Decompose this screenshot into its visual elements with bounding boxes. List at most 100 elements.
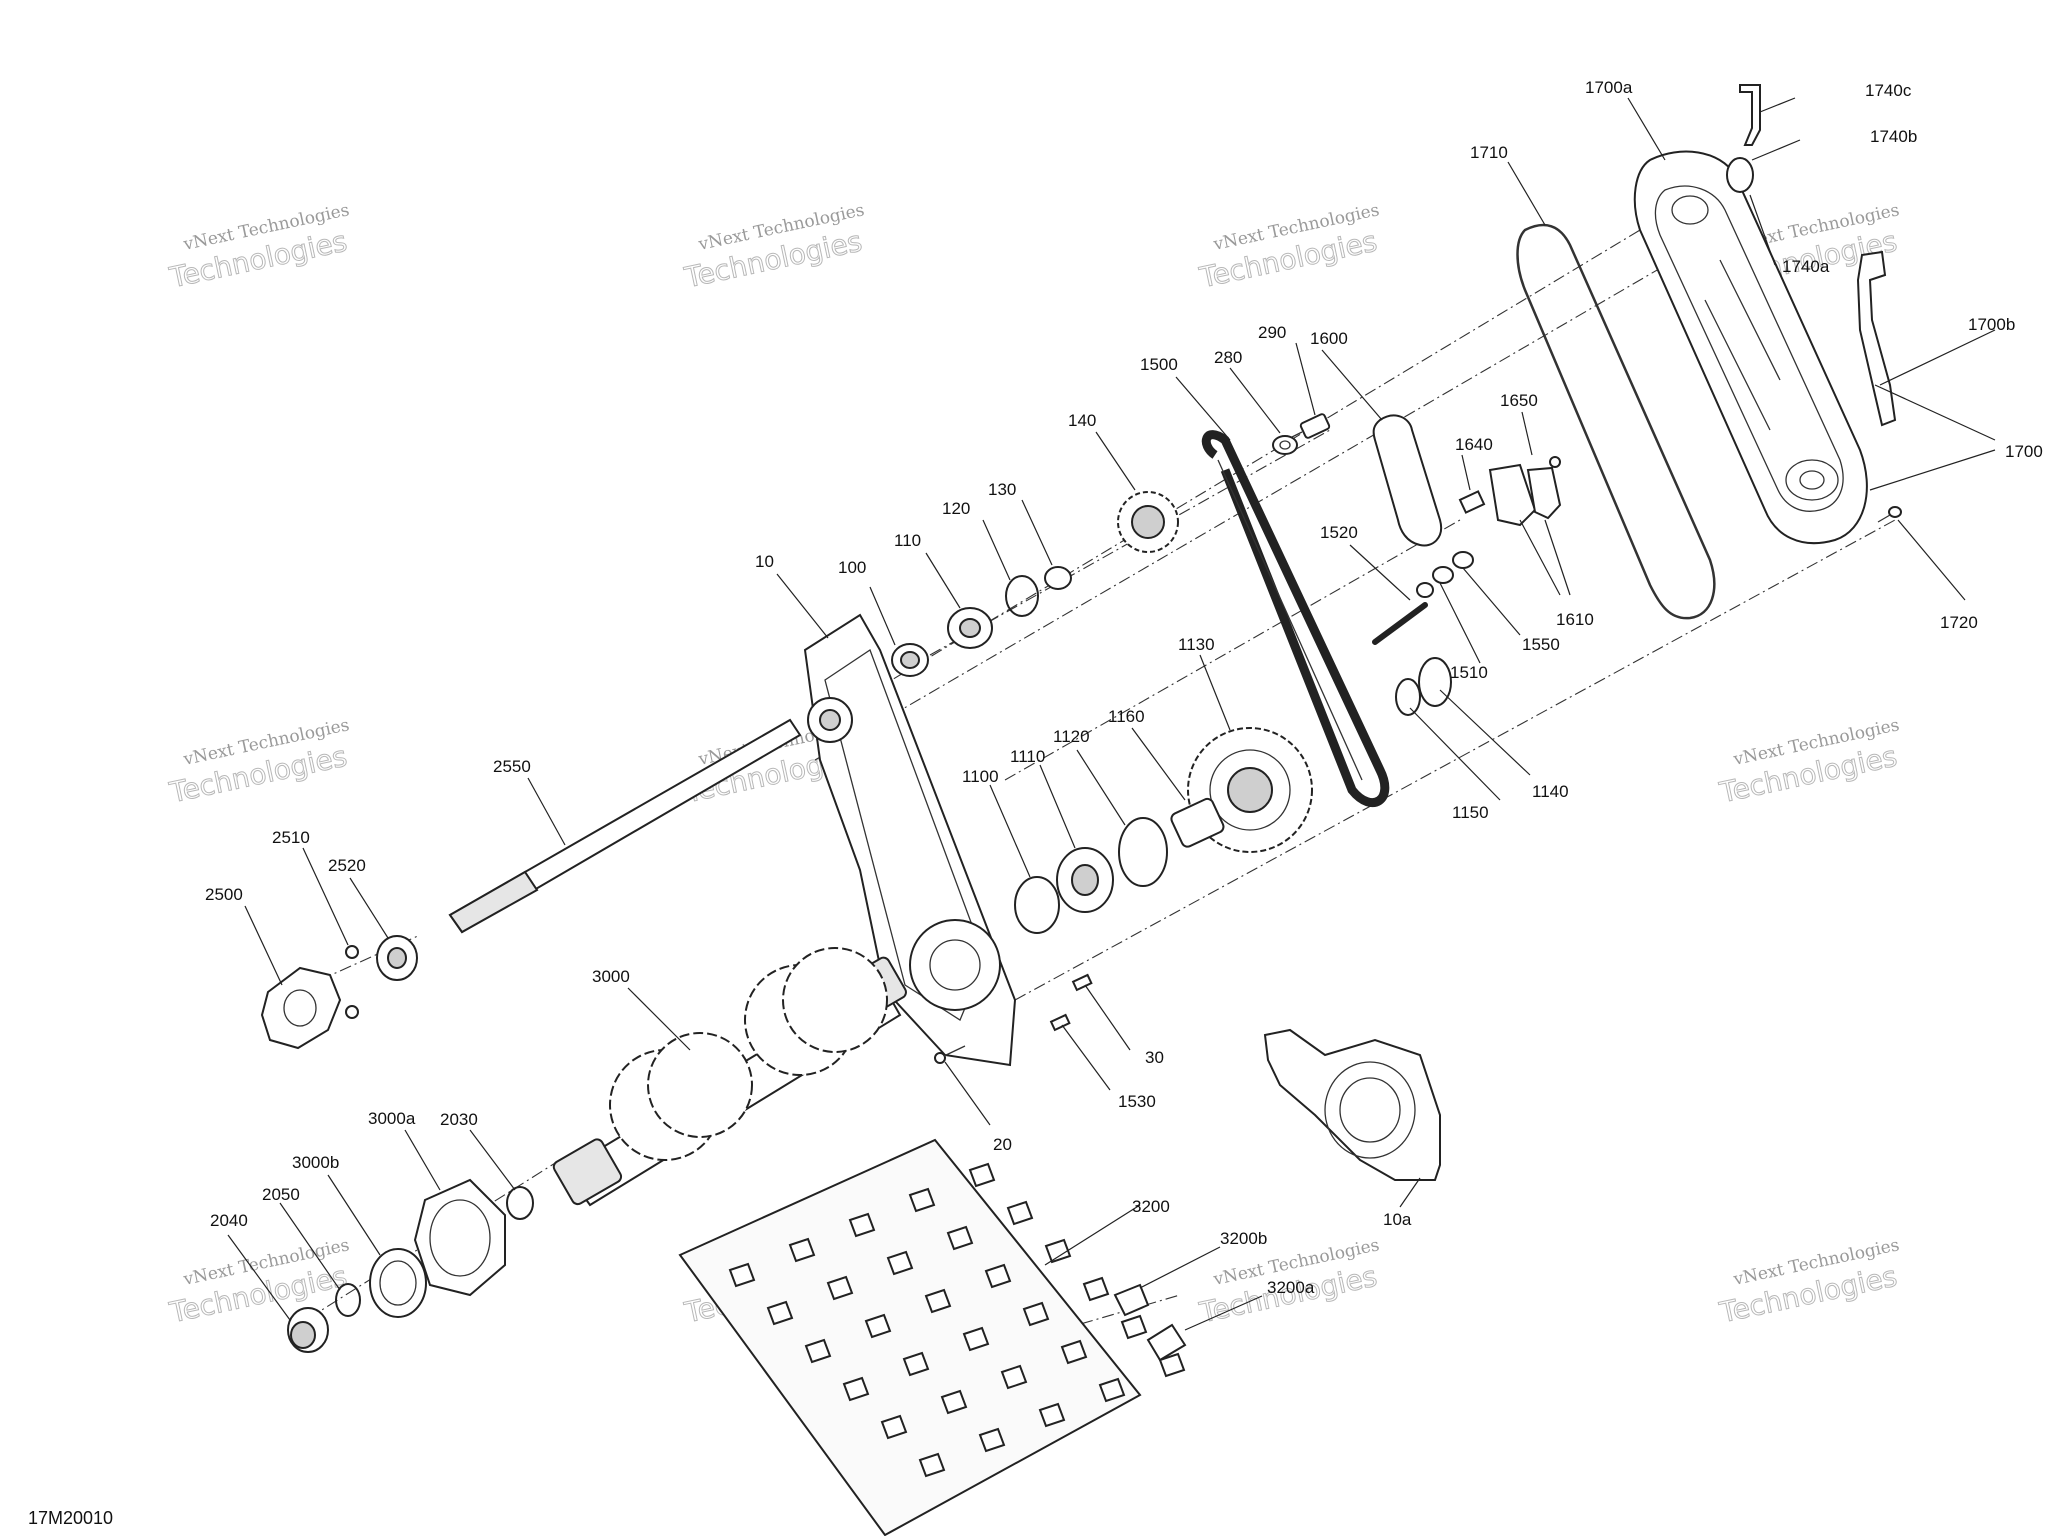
ring-130	[1044, 566, 1072, 590]
track-clip	[962, 1326, 990, 1352]
pin-1520	[1372, 602, 1428, 645]
callout-1740c: 1740c	[1865, 81, 1912, 100]
callout-110: 110	[894, 531, 921, 550]
track-clip	[940, 1389, 968, 1415]
parts-art	[260, 84, 1902, 1536]
callout-2050: 2050	[262, 1185, 300, 1204]
chaincase-housing	[803, 613, 1017, 1067]
callout-1720: 1720	[1940, 613, 1978, 632]
callout-1150: 1150	[1452, 803, 1489, 822]
callout-1520: 1520	[1320, 523, 1358, 542]
leader-lines	[227, 97, 1996, 1331]
tensioner-1610b	[1526, 466, 1562, 520]
tensioner-arm	[1372, 414, 1443, 547]
bearing-2040	[287, 1307, 329, 1353]
track-clip	[880, 1414, 908, 1440]
washer-1510b	[1416, 582, 1434, 598]
callout-3000: 3000	[592, 967, 630, 986]
ring-1120	[1118, 817, 1168, 887]
ring-2030	[506, 1186, 534, 1220]
callout-2030: 2030	[440, 1110, 478, 1129]
track-clip	[804, 1338, 832, 1364]
callout-1650: 1650	[1500, 391, 1538, 410]
callout-1120: 1120	[1053, 727, 1090, 746]
bolt-1530	[1049, 1013, 1071, 1032]
track-clip	[788, 1237, 816, 1263]
washer-280	[1272, 435, 1298, 455]
bearing-flange-2500	[260, 966, 342, 1050]
track-clip	[924, 1288, 952, 1314]
callout-1160: 1160	[1108, 707, 1145, 726]
callout-1500: 1500	[1140, 355, 1178, 374]
track-clip	[886, 1250, 914, 1276]
callout-3200b: 3200b	[1220, 1229, 1267, 1248]
ring-1100	[1014, 876, 1060, 934]
track-clip	[1098, 1377, 1126, 1403]
callout-140: 140	[1068, 411, 1096, 430]
callout-3000b: 3000b	[292, 1153, 339, 1172]
tensioner-1610	[1488, 463, 1537, 527]
callout-labels: 1700a 1740c 1740b 1710 1740a 1700b 1700 …	[205, 78, 2043, 1297]
chaincase-cover	[1633, 150, 1868, 545]
ring-1150	[1395, 678, 1421, 716]
callout-1700b: 1700b	[1968, 315, 2015, 334]
callout-1640: 1640	[1455, 435, 1493, 454]
callout-1140: 1140	[1532, 782, 1569, 801]
track-clip	[978, 1427, 1006, 1453]
track-clip	[766, 1300, 794, 1326]
ring-2050	[335, 1283, 361, 1317]
clip-3200b	[1113, 1283, 1150, 1317]
callout-290: 290	[1258, 323, 1286, 342]
drawing-code: 17M20010	[28, 1508, 113, 1528]
track-clips-sheet-3200	[678, 1138, 1186, 1536]
callout-280: 280	[1214, 348, 1242, 367]
track-clip	[918, 1452, 946, 1478]
hub-1160	[1170, 797, 1225, 848]
track-clip	[1082, 1276, 1110, 1302]
callout-2550: 2550	[493, 757, 531, 776]
track-clip	[1006, 1200, 1034, 1226]
retainer-plate-3000a	[413, 1178, 506, 1297]
ring-1140	[1418, 657, 1452, 707]
bolt-1720	[1877, 506, 1902, 523]
callout-1700a: 1700a	[1585, 78, 1633, 97]
fitting-1740b	[1726, 157, 1754, 193]
callout-3200a: 3200a	[1267, 1278, 1315, 1297]
track-clip	[946, 1225, 974, 1251]
ring-120	[1005, 575, 1039, 617]
callout-120: 120	[942, 499, 970, 518]
bolt-2510	[345, 945, 359, 959]
callout-3000a: 3000a	[368, 1109, 416, 1128]
cover-gasket	[1516, 223, 1716, 620]
callout-1740b: 1740b	[1870, 127, 1917, 146]
track-clip	[864, 1313, 892, 1339]
callout-30: 30	[1145, 1048, 1164, 1067]
track-clip	[1044, 1238, 1072, 1264]
track-clip	[848, 1212, 876, 1238]
callout-2500: 2500	[205, 885, 243, 904]
track-clip	[1022, 1301, 1050, 1327]
callout-2520: 2520	[328, 856, 366, 875]
callout-100: 100	[838, 558, 866, 577]
track-clip	[1158, 1352, 1186, 1378]
callout-10a: 10a	[1383, 1210, 1412, 1229]
track-clip	[1120, 1314, 1148, 1340]
track-clip	[902, 1351, 930, 1377]
track-clip	[1000, 1364, 1028, 1390]
bolt-2510b	[345, 1005, 359, 1019]
callout-2040: 2040	[210, 1211, 248, 1230]
track-clip	[842, 1376, 870, 1402]
drive-chain	[1201, 430, 1390, 807]
callout-10: 10	[755, 552, 774, 571]
callout-1130: 1130	[1178, 635, 1215, 654]
callout-2510: 2510	[272, 828, 310, 847]
callout-1110: 1110	[1010, 747, 1045, 766]
callout-130: 130	[988, 480, 1016, 499]
gasket-10a	[1263, 1028, 1441, 1181]
callout-3200: 3200	[1132, 1197, 1170, 1216]
